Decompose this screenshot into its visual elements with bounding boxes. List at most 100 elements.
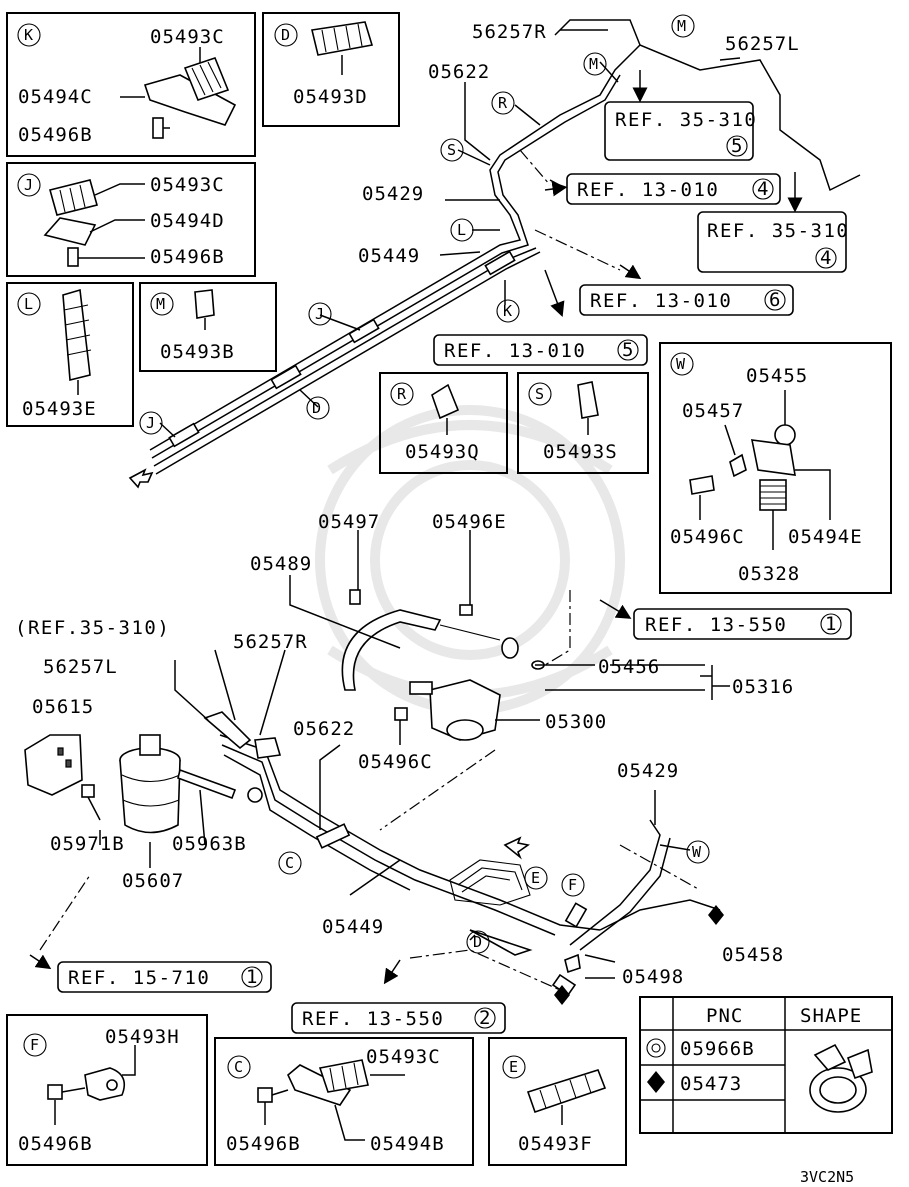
lower-05429: 05429 — [617, 760, 679, 782]
shape-table-row2-pnc: 05473 — [680, 1073, 742, 1095]
lower-05497: 05497 — [318, 511, 380, 533]
upper-tag-j1: J — [315, 305, 324, 323]
upper-tag-m1: M — [677, 17, 686, 35]
lower-05458: 05458 — [722, 944, 784, 966]
inset-r: R 05493Q — [379, 372, 508, 474]
lower-tag-d: D — [473, 933, 482, 951]
ref-35-310-5-line1: REF. 35-310 — [615, 109, 757, 131]
inset-e-part-1: 05493F — [518, 1133, 593, 1155]
inset-l-letter: L — [24, 295, 33, 313]
ref-13-550-2-num: 2 — [479, 1007, 492, 1029]
inset-s-letter: S — [535, 385, 544, 403]
lower-05456: 05456 — [598, 656, 660, 678]
inset-c-part-1: 05493C — [366, 1046, 441, 1068]
diamond-icon — [647, 1071, 665, 1093]
inset-j-part-3: 05496B — [150, 246, 225, 268]
upper-56257l: 56257L — [725, 33, 800, 55]
inset-w-part-5: 05328 — [738, 563, 800, 585]
double-circle-icon — [646, 1038, 666, 1058]
inset-k-part-1: 05493C — [150, 26, 225, 48]
inset-f: F 05493H 05496B — [6, 1014, 208, 1166]
inset-k-letter: K — [24, 26, 33, 44]
lower-tag-c: C — [285, 854, 294, 872]
upper-tag-j2: J — [146, 414, 155, 432]
inset-e-letter: E — [509, 1058, 518, 1076]
lower-05615: 05615 — [32, 696, 94, 718]
ref-13-550-1: REF. 13-550 — [645, 614, 787, 636]
ref-13-010-6-num: 6 — [769, 289, 782, 311]
lower-05496e: 05496E — [432, 511, 507, 533]
lower-05971b: 05971B — [50, 833, 125, 855]
inset-w-part-2: 05457 — [682, 400, 744, 422]
lower-05449: 05449 — [322, 916, 384, 938]
lower-56257l: 56257L — [43, 656, 118, 678]
upper-tag-l: L — [457, 221, 466, 239]
ref-paren-35-310: (REF.35-310) — [15, 617, 170, 639]
inset-w-letter: W — [676, 355, 686, 373]
lower-05622: 05622 — [293, 718, 355, 740]
inset-s-part-1: 05493S — [543, 441, 618, 463]
inset-d-part-1: 05493D — [293, 86, 368, 108]
shape-table-header-pnc: PNC — [706, 1005, 743, 1027]
ref-13-010-6: REF. 13-010 — [590, 290, 732, 312]
lower-56257r: 56257R — [233, 631, 308, 653]
hose-clamp-icon — [809, 1043, 873, 1113]
lower-tag-f: F — [568, 876, 577, 894]
reference-boxes: REF. 35-310 5 REF. 13-010 4 REF. 35-310 … — [15, 101, 852, 1034]
lower-05316: 05316 — [732, 676, 794, 698]
upper-56257r: 56257R — [472, 21, 547, 43]
inset-e: E 05493F — [488, 1037, 627, 1166]
inset-j-letter: J — [24, 176, 33, 194]
upper-tag-r: R — [498, 94, 508, 112]
inset-j-part-2: 05494D — [150, 210, 225, 232]
ref-13-550-2: REF. 13-550 — [302, 1008, 444, 1030]
ref-35-310-4-num: 4 — [820, 247, 833, 269]
lower-05607: 05607 — [122, 870, 184, 892]
lower-tag-e: E — [531, 869, 540, 887]
inset-w-part-1: 05455 — [746, 365, 808, 387]
upper-tag-m2: M — [589, 55, 598, 73]
inset-f-letter: F — [30, 1036, 39, 1054]
inset-c-part-2: 05496B — [226, 1133, 301, 1155]
ref-15-710-1: REF. 15-710 — [68, 967, 210, 989]
inset-k-part-3: 05496B — [18, 124, 93, 146]
lower-assembly: 05497 05496E 05489 56257R 56257L 05615 0… — [24, 511, 794, 1005]
inset-k-part-2: 05494C — [18, 86, 93, 108]
upper-tag-d: D — [312, 399, 321, 417]
diagram-code: 3VC2N5 — [800, 1168, 854, 1186]
inset-m-part-1: 05493B — [160, 341, 235, 363]
shape-table: PNC SHAPE 05966B 05473 — [639, 996, 893, 1134]
inset-c: C 05493C 05496B 05494B — [214, 1037, 474, 1166]
inset-w-part-4: 05494E — [788, 526, 863, 548]
inset-f-part-2: 05496B — [18, 1133, 93, 1155]
shape-table-header-shape: SHAPE — [800, 1005, 862, 1027]
inset-w-part-3: 05496C — [670, 526, 745, 548]
ref-13-010-5-num: 5 — [622, 339, 635, 361]
lower-05300: 05300 — [545, 711, 607, 733]
ref-35-310-5-num: 5 — [731, 135, 744, 157]
inset-j: J 05493C 05494D 05496B — [6, 162, 256, 277]
inset-d: D 05493D — [262, 12, 400, 127]
ref-13-010-4-num: 4 — [757, 178, 770, 200]
lower-05963b: 05963B — [172, 833, 247, 855]
inset-j-part-1: 05493C — [150, 174, 225, 196]
upper-05449: 05449 — [358, 245, 420, 267]
ref-13-010-5: REF. 13-010 — [444, 340, 586, 362]
inset-r-part-1: 05493Q — [405, 441, 480, 463]
shape-table-row1-pnc: 05966B — [680, 1038, 755, 1060]
inset-m: M 05493B — [139, 282, 277, 372]
upper-tag-s: S — [447, 141, 456, 159]
inset-l: L 05493E — [6, 282, 134, 427]
inset-c-letter: C — [234, 1058, 243, 1076]
inset-r-letter: R — [397, 385, 407, 403]
inset-s: S 05493S — [517, 372, 649, 474]
inset-m-letter: M — [156, 295, 165, 313]
upper-fuel-lines: 56257R 56257L 05622 05429 05449 M M R S … — [128, 14, 861, 489]
inset-k: K 05493C 05494C 05496B — [6, 12, 256, 157]
ref-13-550-1-num: 1 — [825, 613, 838, 635]
ref-15-710-1-num: 1 — [246, 966, 259, 988]
ref-35-310-4: REF. 35-310 — [707, 220, 849, 242]
lower-05489: 05489 — [250, 553, 312, 575]
upper-tag-k: K — [503, 302, 512, 320]
